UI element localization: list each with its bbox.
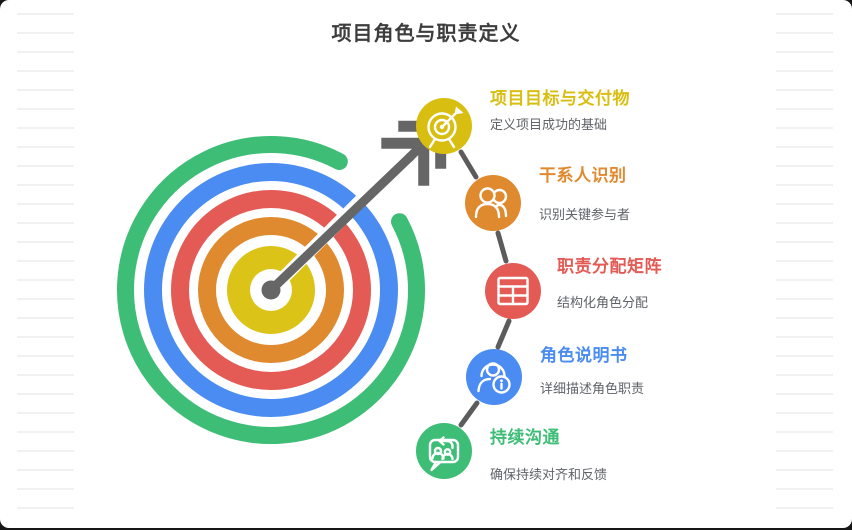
stakeholders-icon	[465, 175, 521, 231]
step-title: 角色说明书	[540, 346, 628, 365]
connector-4-5	[458, 400, 480, 428]
ruled-lines-left	[17, 13, 74, 510]
step-description: 定义项目成功的基础	[490, 117, 608, 132]
communication-icon	[416, 423, 472, 479]
dartboard-icon	[416, 98, 472, 154]
arrow-tip-dot	[261, 280, 281, 300]
step-description: 结构化角色分配	[557, 295, 649, 310]
step-description: 识别关键参与者	[539, 207, 631, 222]
step-item: 职责分配矩阵 结构化角色分配	[557, 257, 837, 310]
role-description-icon	[466, 349, 522, 405]
page-title: 项目角色与职责定义	[331, 23, 521, 45]
raci-matrix-icon	[485, 263, 541, 319]
ruled-lines-right	[776, 13, 833, 510]
step-description: 详细描述角色职责	[540, 381, 645, 396]
step-item: 干系人识别 识别关键参与者	[539, 166, 819, 222]
bullseye-target-icon	[117, 117, 450, 444]
step-item: 持续沟通 确保持续对齐和反馈	[490, 428, 770, 482]
step-item: 项目目标与交付物 定义项目成功的基础	[490, 89, 770, 132]
step-title: 职责分配矩阵	[557, 257, 662, 276]
step-title: 项目目标与交付物	[490, 89, 630, 108]
step-description: 确保持续对齐和反馈	[490, 467, 608, 482]
step-item: 角色说明书 详细描述角色职责	[540, 346, 820, 396]
step-title: 干系人识别	[539, 166, 627, 185]
connector-1-2	[458, 149, 479, 180]
step-title: 持续沟通	[490, 428, 560, 447]
target-ring-green	[117, 136, 426, 444]
arrow-shaft	[267, 152, 415, 294]
connector-3-4	[495, 318, 512, 350]
connector-2-3	[495, 230, 509, 264]
